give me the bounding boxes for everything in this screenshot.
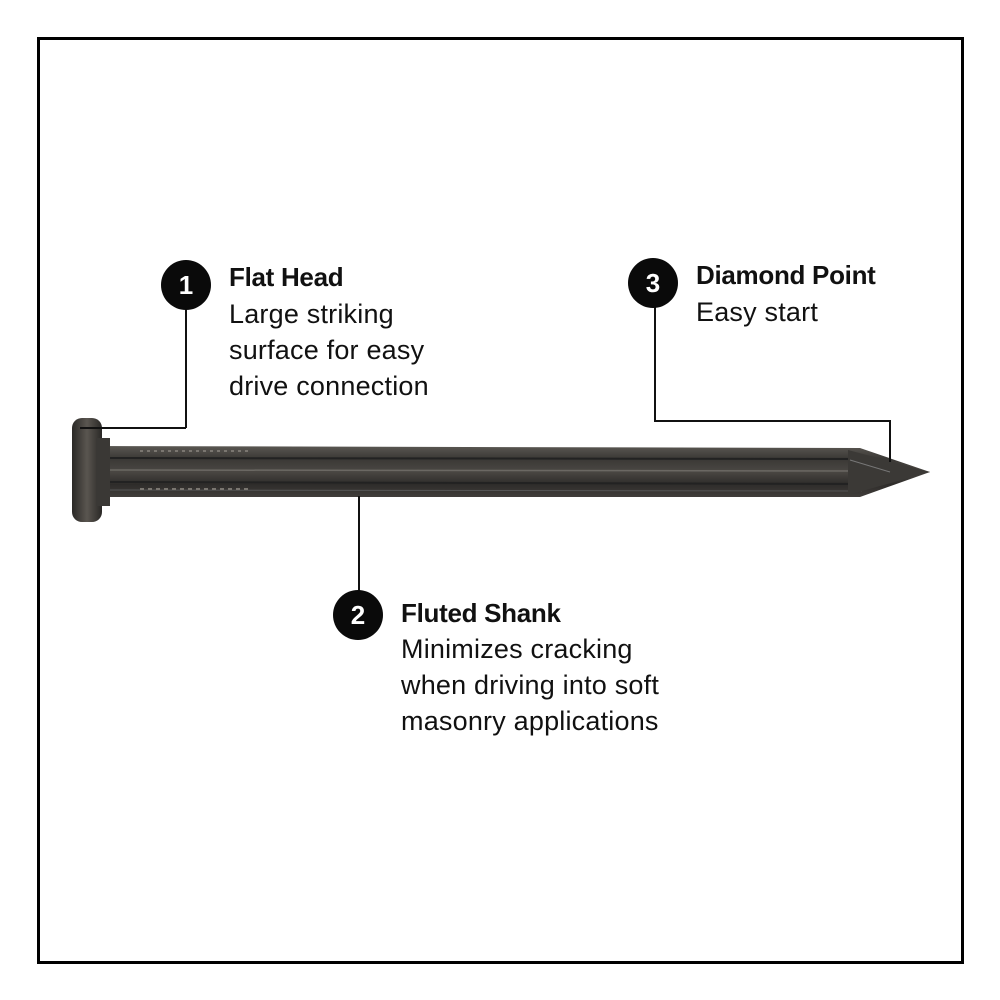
- callout-badge-3: 3: [628, 258, 678, 308]
- callout-desc-fluted-shank: Minimizes cracking when driving into sof…: [401, 634, 660, 736]
- nail-shank: [96, 446, 930, 497]
- leader-line-3: [889, 420, 891, 462]
- leader-line-3: [654, 420, 890, 422]
- callout-title-fluted-shank: Fluted Shank: [401, 598, 561, 628]
- callout-badge-1: 1: [161, 260, 211, 310]
- leader-line-3: [654, 300, 656, 421]
- leader-line-1: [80, 427, 186, 429]
- callout-badge-2: 2: [333, 590, 383, 640]
- callout-title-flat-head: Flat Head: [229, 262, 344, 292]
- nail-point: [848, 450, 930, 495]
- callout-desc-flat-head: Large striking surface for easy drive co…: [229, 299, 429, 401]
- callout-desc-diamond-point: Easy start: [696, 297, 819, 327]
- callout-title-diamond-point: Diamond Point: [696, 260, 876, 290]
- image-frame: [37, 37, 964, 964]
- leader-line-1: [185, 300, 187, 428]
- nail-head: [72, 418, 110, 522]
- leader-line-2: [358, 496, 360, 596]
